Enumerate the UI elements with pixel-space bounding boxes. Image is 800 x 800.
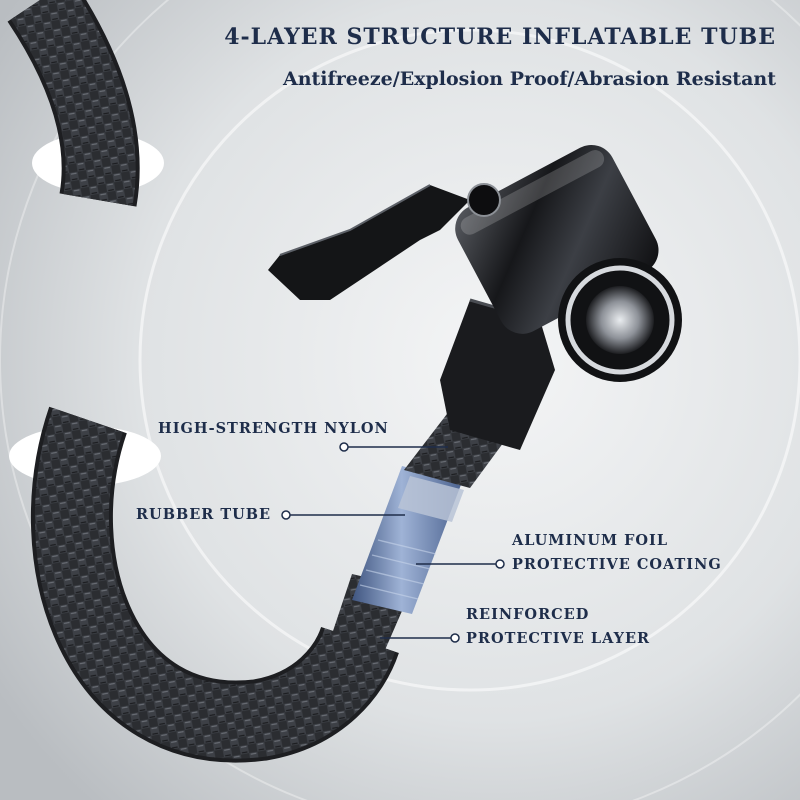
page-title: 4-LAYER STRUCTURE INFLATABLE TUBE <box>224 24 776 50</box>
page-subtitle: Antifreeze/Explosion Proof/Abrasion Resi… <box>282 68 776 90</box>
callout-reinforced-line2: PROTECTIVE LAYER <box>466 630 651 647</box>
pin-hole <box>467 183 501 217</box>
callout-reinforced-line1: REINFORCED <box>466 606 590 623</box>
background-ring <box>138 28 800 692</box>
callout-nylon: HIGH-STRENGTH NYLON <box>158 420 389 437</box>
aluminum-foil-layer <box>398 476 464 522</box>
callout-foil-line2: PROTECTIVE COATING <box>512 556 722 573</box>
callout-foil-line1: ALUMINUM FOIL <box>512 532 669 549</box>
valve-bore <box>586 286 654 354</box>
braided-hose <box>7 0 399 763</box>
clamp-lever <box>268 185 470 300</box>
callout-rubber-tube: RUBBER TUBE <box>136 506 272 523</box>
valve-connector <box>268 144 682 450</box>
callout-leaders <box>281 442 505 643</box>
connector-elbow <box>440 300 555 450</box>
